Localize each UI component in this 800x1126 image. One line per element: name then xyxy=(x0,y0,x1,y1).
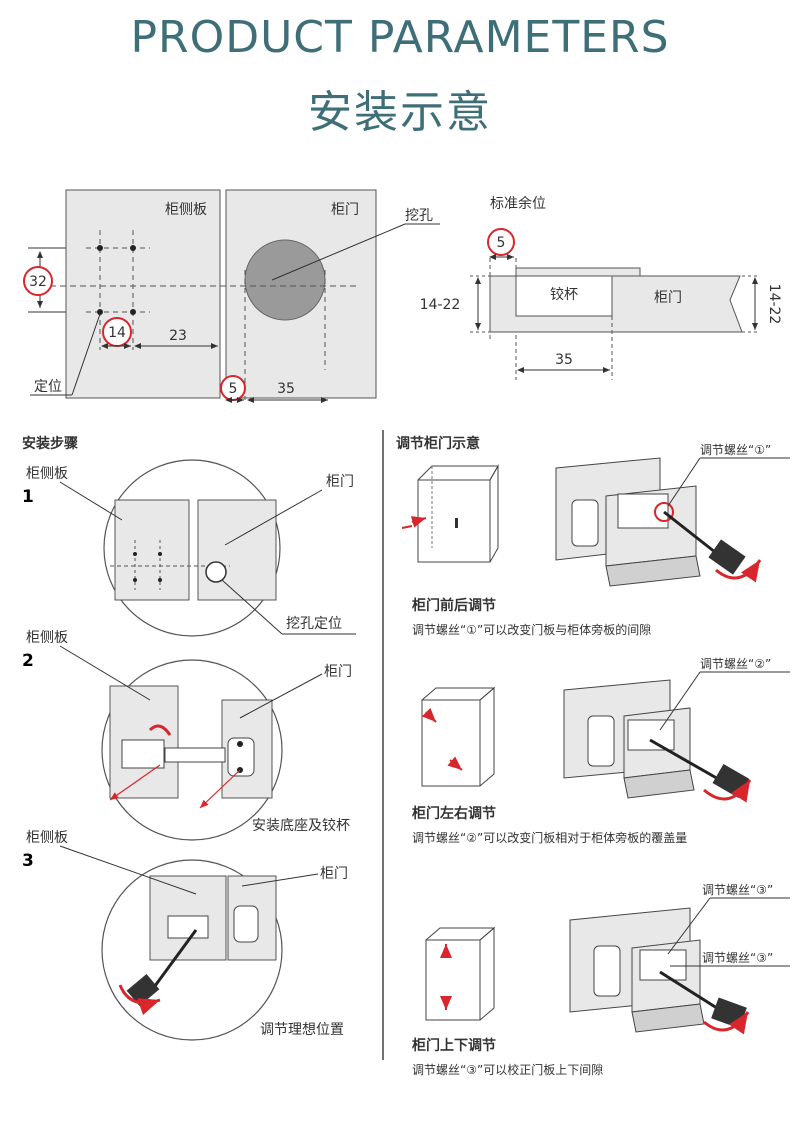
dim-5-profile: 5 xyxy=(497,235,506,251)
hole-label: 挖孔 xyxy=(405,208,433,224)
step3-caption: 调节理想位置 xyxy=(260,1022,344,1038)
install-steps-title: 安装步骤 xyxy=(22,435,78,452)
adjust1-desc: 调节螺丝“①”可以改变门板与柜体旁板的间隙 xyxy=(412,622,651,637)
adjust1-screw-label: 调节螺丝“①” xyxy=(700,443,771,457)
dim-23: 23 xyxy=(169,328,187,344)
step1-caption: 挖孔定位 xyxy=(286,616,342,632)
step2-door-label: 柜门 xyxy=(324,664,352,680)
door-label: 柜门 xyxy=(331,202,359,218)
position-label: 定位 xyxy=(34,379,62,395)
side-panel xyxy=(65,189,221,399)
title-english: PRODUCT PARAMETERS xyxy=(130,12,670,63)
dim-32: 32 xyxy=(29,274,47,290)
adjust2-heading: 柜门左右调节 xyxy=(412,805,496,822)
step2-caption: 安装底座及铰杯 xyxy=(252,818,350,834)
step3-door-label: 柜门 xyxy=(320,866,348,882)
adjust3-heading: 柜门上下调节 xyxy=(412,1037,496,1054)
dim-14-22-right: 14-22 xyxy=(766,284,782,325)
adjust-left-right: 调节螺丝“②” 柜门左右调节 调节螺丝“②”可以改变门板相对于柜体旁板的覆盖量 xyxy=(412,657,790,845)
standard-gap-label: 标准余位 xyxy=(490,195,546,212)
install-step-1: 柜侧板 1 柜门 挖孔定位 xyxy=(22,459,356,637)
hinge-cup xyxy=(515,275,613,317)
cup-hole xyxy=(244,239,326,321)
step1-number: 1 xyxy=(22,487,34,507)
side-panel-label: 柜侧板 xyxy=(165,202,207,218)
title-chinese: 安装示意 xyxy=(308,87,492,138)
adjust2-screw-label: 调节螺丝“②” xyxy=(700,657,771,671)
install-step-3: 柜侧板 3 柜门 调节理想位置 xyxy=(22,830,348,1041)
step1-side-label: 柜侧板 xyxy=(26,466,68,482)
step1-door-label: 柜门 xyxy=(326,474,354,490)
adjust-title: 调节柜门示意 xyxy=(396,435,480,452)
adjust3-desc: 调节螺丝“③”可以校正门板上下间隙 xyxy=(412,1062,603,1077)
adjust3-screw-label-top: 调节螺丝“③” xyxy=(702,883,773,897)
adjust3-screw-label-bottom: 调节螺丝“③” xyxy=(702,951,773,965)
adjust1-heading: 柜门前后调节 xyxy=(412,597,496,614)
dim-35: 35 xyxy=(277,381,295,397)
dim-14-22-left: 14-22 xyxy=(420,297,461,313)
dim-35-profile: 35 xyxy=(555,352,573,368)
hole-leader xyxy=(271,223,406,281)
step3-side-label: 柜侧板 xyxy=(26,830,68,846)
adjust-up-down: 调节螺丝“③” 调节螺丝“③” 柜门上下调节 调节螺丝“③”可以校正门板上下间隙 xyxy=(412,883,790,1077)
step2-side-label: 柜侧板 xyxy=(26,630,68,646)
install-step-2: 柜侧板 2 柜门 安装底座及铰杯 xyxy=(22,630,352,841)
dim-14: 14 xyxy=(108,325,126,341)
dim-5: 5 xyxy=(229,381,238,397)
adjust2-desc: 调节螺丝“②”可以改变门板相对于柜体旁板的覆盖量 xyxy=(412,830,687,845)
top-dimension-diagram: 柜侧板 柜门 挖孔 32 14 23 xyxy=(23,189,440,403)
step2-number: 2 xyxy=(22,651,34,671)
step3-number: 3 xyxy=(22,851,34,871)
adjust-front-back: 调节螺丝“①” 柜门前后调节 调节螺丝“①”可以改变门板与柜体旁板的间隙 xyxy=(401,443,790,637)
profile-diagram: 标准余位 5 铰杯 柜门 35 14-22 14-22 xyxy=(420,195,782,380)
hinge-cup-label: 铰杯 xyxy=(550,287,578,303)
door-label-profile: 柜门 xyxy=(654,290,682,306)
